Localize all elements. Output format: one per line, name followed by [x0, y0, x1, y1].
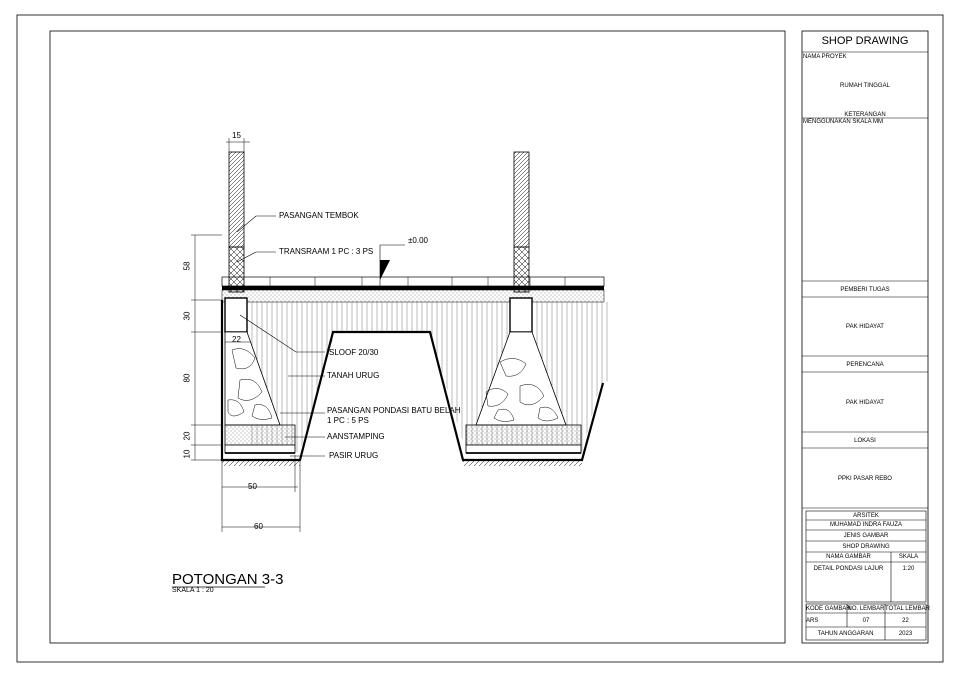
- skala-value: 1:20: [902, 566, 915, 572]
- lokasi-value: PPKI PASAR REBO: [838, 476, 892, 482]
- kode-gambar-label: KODE GAMBAR: [806, 606, 851, 612]
- leader-lines: [236, 215, 325, 457]
- arsitek-value: MUHAMAD INDRA FAUZA: [829, 522, 902, 528]
- skala-label: SKALA: [898, 554, 919, 560]
- dim-sloof-height: 30: [182, 311, 192, 321]
- jenis-gambar-label: JENIS GAMBAR: [843, 533, 889, 539]
- dim-base-width: 50: [248, 482, 257, 491]
- tahun-anggaran-label: TAHUN ANGGARAN: [817, 631, 874, 637]
- dim-excavation-width: 60: [254, 522, 263, 531]
- title-block-grid: [802, 51, 928, 641]
- title-block-header: SHOP DRAWING: [821, 35, 909, 47]
- keterangan-label: KETERANGAN: [844, 112, 886, 118]
- perencana-label: PERENCANA: [846, 362, 884, 368]
- keterangan-value: MENGGUNAKAN SKALA MM: [803, 119, 884, 125]
- perencana-value: PAK HIDAYAT: [846, 400, 884, 406]
- dim-wall-width: 15: [232, 131, 241, 140]
- lokasi-label: LOKASI: [854, 438, 876, 444]
- drawing-frame: [49, 30, 786, 644]
- right-foundation: [465, 331, 582, 454]
- nama-gambar-label: NAMA GAMBAR: [826, 554, 871, 560]
- jenis-gambar-value: SHOP DRAWING: [842, 544, 890, 550]
- label-pondasi-line1: PASANGAN PONDASI BATU BELAH: [327, 406, 461, 415]
- label-transraam: TRANSRAAM 1 PC : 3 PS: [279, 247, 374, 256]
- nama-proyek-label: NAMA PROYEK: [803, 54, 847, 60]
- dim-pasir-height: 10: [182, 449, 192, 459]
- arsitek-label: ARSITEK: [853, 513, 879, 519]
- left-foundation: [224, 331, 296, 454]
- elevation-marker: [379, 244, 405, 286]
- pemberi-tugas-value: PAK HIDAYAT: [846, 324, 884, 330]
- pemberi-tugas-label: PEMBERI TUGAS: [840, 287, 890, 293]
- right-wall: [513, 151, 530, 293]
- nama-gambar-value: DETAIL PONDASI LAJUR: [813, 566, 884, 572]
- label-aanstamping: AANSTAMPING: [327, 432, 385, 441]
- drawing-scale: SKALA 1 : 20: [172, 587, 214, 594]
- outer-border: [16, 14, 944, 663]
- tahun-anggaran-value: 2023: [898, 631, 913, 637]
- label-pasir-urug: PASIR URUG: [329, 451, 379, 460]
- excavation-outline: [220, 300, 605, 462]
- drawing-title: POTONGAN 3-3: [172, 571, 284, 588]
- label-pondasi-line2: 1 PC : 5 PS: [327, 416, 369, 425]
- dim-aanstamping-height: 20: [182, 431, 192, 441]
- right-sloof: [509, 297, 533, 333]
- left-sloof: [224, 297, 248, 333]
- dim-pondasi-height: 80: [182, 373, 192, 383]
- label-sloof: SLOOF 20/30: [329, 348, 379, 357]
- dimension-lines: [191, 138, 301, 532]
- label-tanah-urug: TANAH URUG: [327, 371, 380, 380]
- title-block-frame: [801, 30, 929, 644]
- no-lembar-label: NO. LEMBAR: [847, 606, 885, 612]
- total-lembar-label: TOTAL LEMBAR: [885, 606, 930, 612]
- no-lembar-value: 07: [862, 618, 870, 624]
- nama-proyek-value: RUMAH TINGGAL: [840, 83, 890, 89]
- total-lembar-value: 22: [902, 618, 909, 624]
- kode-gambar-value: ARS: [806, 618, 819, 624]
- ground-hatch: [222, 461, 582, 466]
- label-elevation: ±0.00: [408, 236, 428, 245]
- floor-finish: [221, 276, 605, 303]
- dim-wall-height: 58: [182, 261, 192, 271]
- dim-sloof-width: 22: [232, 335, 241, 344]
- label-pasangan-tembok: PASANGAN TEMBOK: [279, 211, 359, 220]
- left-wall: [228, 151, 245, 293]
